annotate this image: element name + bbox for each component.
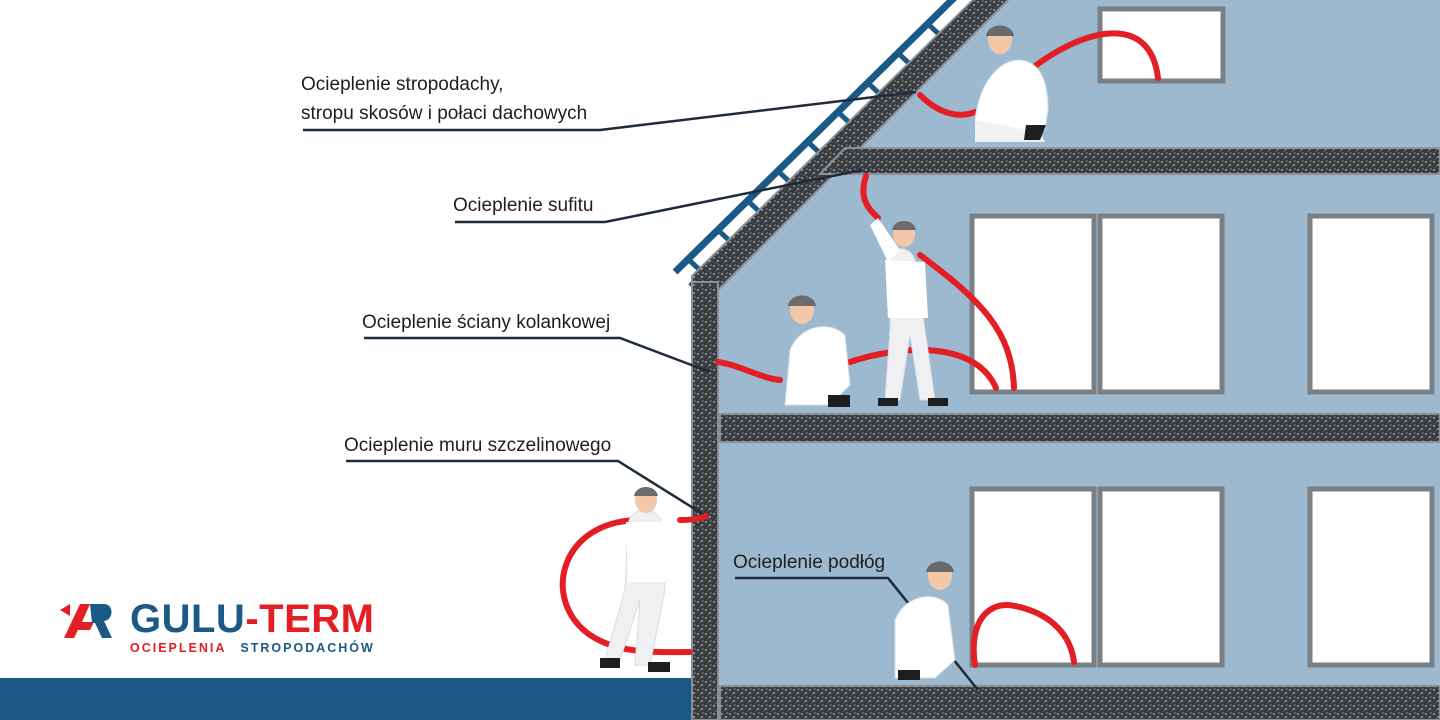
windows — [969, 6, 1435, 668]
label-roof: Ocieplenie stropodachy, — [301, 74, 504, 95]
ceiling-insulation — [817, 147, 1440, 175]
hose-floor — [970, 602, 1077, 668]
hose-cavity-wall — [559, 513, 709, 656]
window — [969, 486, 1097, 668]
brand-part2: TERM — [259, 597, 375, 641]
worker-outside — [600, 487, 670, 672]
logo-mark-icon — [60, 604, 112, 638]
label-cavity-wall: Ocieplenie muru szczelinowego — [344, 435, 612, 456]
hose-knee-wall — [715, 346, 999, 391]
label-roof-line2: stropu skosów i połaci dachowych — [301, 103, 588, 124]
window — [1307, 213, 1435, 395]
brand-part1: GULU — [130, 597, 246, 641]
worker-floor — [894, 561, 956, 680]
worker-ceiling — [870, 218, 948, 406]
tagline-part1: OCIEPLENIA — [130, 641, 227, 655]
leader-lines — [303, 90, 979, 691]
window — [969, 213, 1097, 395]
worker-attic — [974, 25, 1049, 142]
company-logo: GULU-TERM OCIEPLENIA STROPODACHÓW — [60, 596, 374, 666]
hose-attic — [917, 30, 1161, 118]
leader-roof — [303, 90, 917, 132]
leader-knee-wall — [364, 336, 711, 374]
bottom-floor-insulation — [719, 685, 1440, 720]
label-floor: Ocieplenie podłóg — [733, 552, 886, 573]
window — [1307, 486, 1435, 668]
brand-tagline: OCIEPLENIA STROPODACHÓW — [130, 641, 375, 655]
leader-ceiling — [455, 168, 863, 224]
brand-name: GULU-TERM — [130, 596, 374, 642]
label-ceiling: Ocieplenie sufitu — [453, 195, 594, 216]
hoses — [559, 30, 1161, 668]
middle-floor-insulation — [719, 413, 1440, 443]
brand-dash: - — [245, 597, 260, 641]
worker-knee-wall — [784, 295, 851, 407]
leader-cavity-wall — [346, 459, 707, 518]
label-knee-wall: Ocieplenie ściany kolankowej — [362, 312, 611, 333]
tagline-part2: STROPODACHÓW — [240, 641, 375, 655]
hose-ceiling — [860, 173, 1017, 391]
window — [1097, 213, 1225, 395]
window — [1097, 486, 1225, 668]
attic-window — [1097, 6, 1226, 84]
outer-wall-insulation — [691, 281, 719, 720]
